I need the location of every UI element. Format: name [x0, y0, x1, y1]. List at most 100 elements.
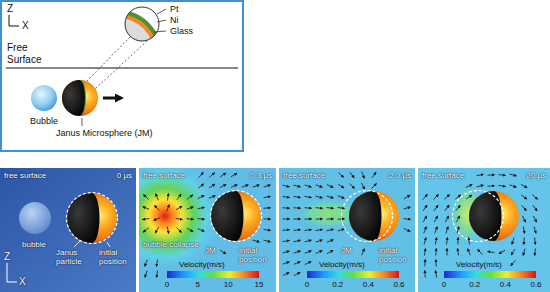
velocity-arrow — [305, 185, 312, 187]
velocity-arrow — [533, 216, 536, 222]
velocity-arrow — [305, 196, 312, 197]
axis-lines — [9, 15, 19, 26]
layer-label: Ni — [170, 15, 179, 25]
tick-value: 0.2 — [469, 280, 480, 289]
surface-label: free surface — [143, 171, 185, 180]
velocity-arrow — [372, 172, 376, 178]
colorbar-title: Velocity(m/s) — [179, 260, 225, 269]
velocity-arrow — [534, 227, 536, 234]
velocity-arrow — [305, 240, 312, 242]
tick-value: 0.6 — [530, 280, 541, 289]
bubble — [31, 85, 57, 111]
velocity-arrow — [187, 195, 193, 199]
leader-line — [74, 241, 80, 247]
velocity-arrow — [242, 185, 249, 187]
frame-2us — [279, 168, 415, 292]
velocity-arrow — [327, 250, 333, 253]
velocity-arrow — [253, 240, 260, 242]
velocity-arrow — [327, 184, 333, 187]
velocity-arrow — [435, 238, 437, 245]
velocity-arrow — [362, 172, 365, 179]
janus-sphere — [469, 191, 519, 241]
velocity-arrow — [156, 260, 157, 267]
axis-label: X — [19, 276, 26, 288]
velocity-arrow — [534, 249, 536, 256]
velocity-arrow — [283, 218, 290, 219]
velocity-arrow — [456, 205, 460, 210]
janus-black-half — [349, 191, 381, 241]
leader-line — [82, 118, 83, 126]
inset-schematic — [6, 6, 238, 126]
velocity-arrow — [327, 240, 334, 243]
velocity-arrow — [512, 238, 514, 245]
velocity-arrow — [209, 173, 214, 178]
frame-0-3us — [107, 158, 276, 292]
velocity-arrow — [423, 194, 428, 199]
velocity-arrow — [534, 238, 536, 245]
janus-boundary — [80, 80, 85, 116]
janus-black-half — [67, 193, 99, 243]
tick-value: 15 — [255, 280, 264, 289]
velocity-arrow — [143, 218, 150, 219]
velocity-arrow — [199, 172, 204, 177]
bubble — [19, 202, 51, 234]
velocity-arrow — [316, 185, 323, 187]
velocity-arrow — [198, 229, 205, 232]
velocity-arrow — [167, 205, 169, 212]
initial-outline — [342, 191, 393, 242]
velocity-arrow — [283, 273, 289, 276]
zoom-line — [86, 37, 130, 82]
frame-20us — [418, 168, 550, 292]
glass-core — [82, 18, 154, 90]
velocity-arrow — [404, 207, 411, 209]
velocity-arrow — [283, 185, 290, 187]
panel-ground — [0, 168, 136, 292]
velocity-arrow — [404, 229, 410, 232]
velocity-arrow — [264, 207, 271, 209]
velocity-arrow — [283, 229, 290, 231]
janus-sphere — [67, 193, 117, 243]
velocity-arrow — [424, 227, 427, 233]
velocity-arrow — [327, 218, 334, 219]
part-label: Janus particle — [56, 248, 92, 266]
velocity-arrow — [327, 207, 334, 209]
tick-value: 5 — [195, 280, 199, 289]
velocity-arrow — [434, 205, 438, 211]
schematic-panel: ZXPtNiGlassFree SurfaceBubbleJanus Micro… — [0, 0, 244, 152]
initial-outline — [67, 193, 118, 244]
velocity-arrow — [264, 240, 271, 242]
velocity-arrow — [294, 185, 301, 187]
leader-line — [157, 9, 166, 14]
velocity-arrow — [477, 185, 484, 187]
part-label: initial position — [379, 246, 414, 264]
velocity-arrow — [510, 185, 517, 187]
velocity-arrow — [488, 251, 495, 252]
velocity-arrow — [338, 207, 345, 208]
frame-panel: free surface0.3 μsbubble collapseJMiniti… — [139, 168, 276, 292]
velocity-arrows — [143, 172, 538, 278]
velocity-arrow — [404, 195, 410, 199]
velocity-arrow — [231, 173, 237, 177]
velocity-arrow — [468, 238, 469, 245]
velocity-arrow — [466, 185, 472, 188]
velocity-arrow — [198, 184, 203, 188]
colorbar-title: Velocity(m/s) — [319, 260, 365, 269]
velocity-arrow — [155, 206, 160, 211]
tick-value: 0.4 — [500, 280, 511, 289]
part-label: initial position — [99, 248, 134, 266]
free-surface-line — [6, 67, 238, 68]
velocity-arrow — [167, 227, 168, 234]
color-bar — [444, 271, 536, 278]
velocity-arrow — [327, 229, 334, 231]
velocity-arrow — [424, 238, 426, 245]
velocity-arrow — [511, 260, 516, 265]
velocity-arrow — [198, 218, 205, 220]
velocity-arrow — [145, 271, 147, 278]
time-label: 0 μs — [117, 171, 132, 180]
velocity-arrow — [434, 216, 437, 222]
velocity-arrow — [349, 184, 354, 189]
velocity-arrow — [143, 228, 149, 232]
velocity-arrow — [187, 207, 194, 209]
